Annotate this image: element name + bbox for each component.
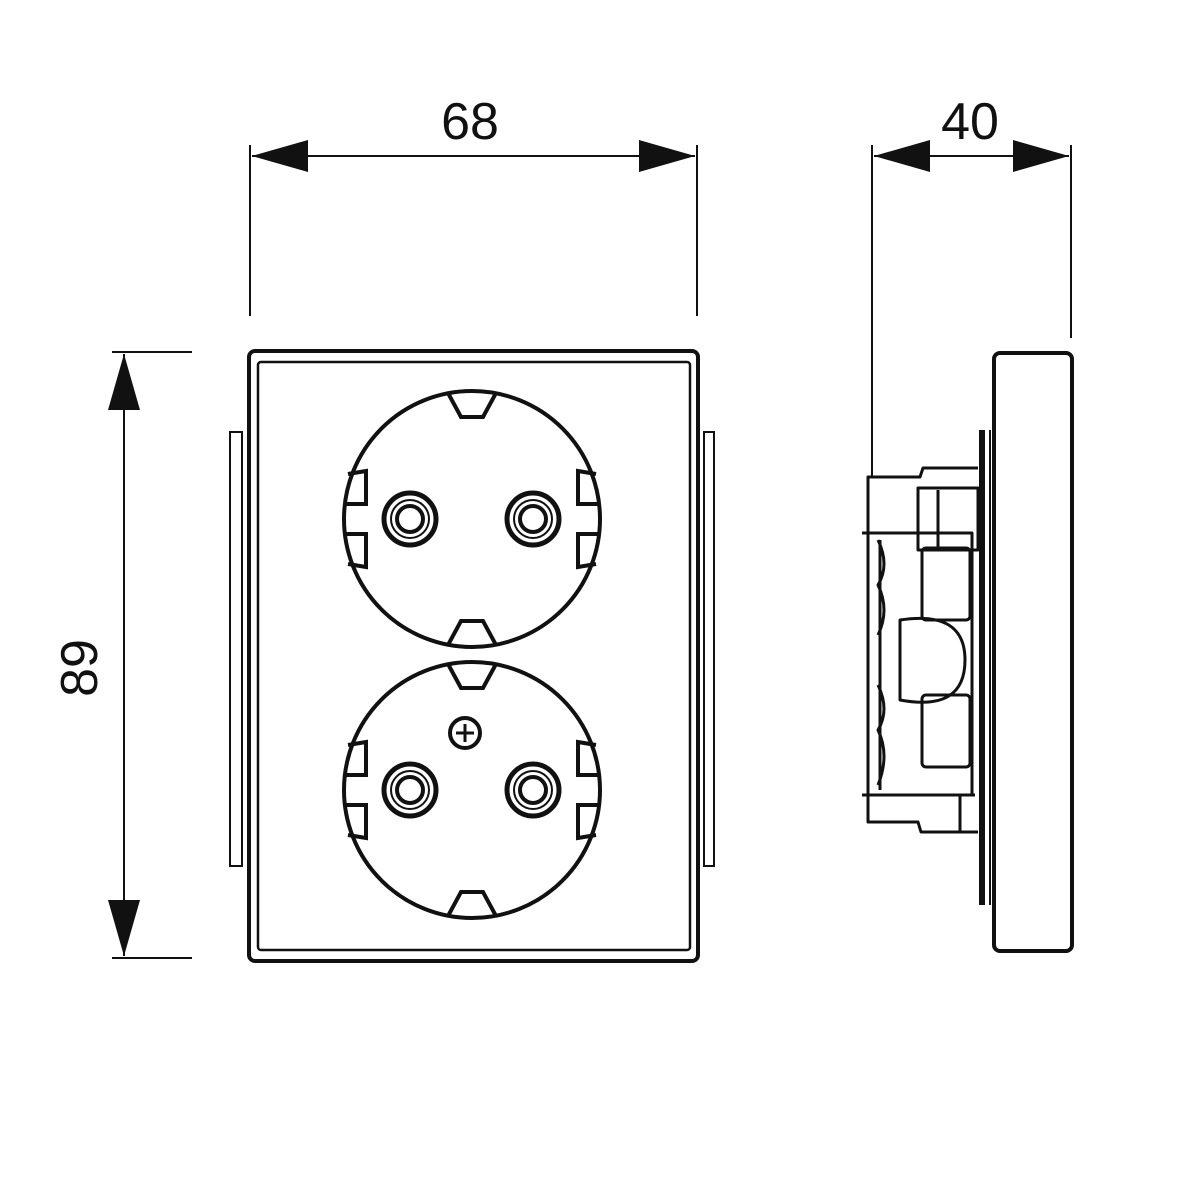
socket-outline <box>342 660 602 920</box>
pin-hole-outer <box>381 490 439 548</box>
earth-clip <box>344 739 368 841</box>
lower-socket <box>342 660 602 920</box>
pin-hole-ring <box>390 770 430 810</box>
earth-clip <box>344 468 368 570</box>
screw-icon <box>448 716 482 750</box>
key-notch-top <box>446 392 498 419</box>
key-notch-top <box>446 663 498 690</box>
socket-outline <box>342 389 602 649</box>
body-block <box>916 486 980 552</box>
side-view <box>862 351 1074 953</box>
earth-clip <box>576 468 600 570</box>
arrow-down-icon <box>108 900 140 956</box>
width-dimension: 68 <box>249 93 698 316</box>
side-cover-plate <box>992 351 1074 953</box>
front-view <box>229 349 715 963</box>
frame-inner <box>256 360 692 952</box>
pin-hole-ring <box>513 770 553 810</box>
pin-hole-inner <box>395 775 425 805</box>
pin-hole-outer <box>504 761 562 819</box>
arrow-left-icon <box>874 140 930 172</box>
pin-hole-inner <box>518 775 548 805</box>
pin-hole-inner <box>518 504 548 534</box>
side-tab-right <box>703 431 715 867</box>
frame-outer <box>247 349 700 963</box>
arrow-right-icon <box>1013 140 1069 172</box>
screw-cross-icon <box>456 724 474 742</box>
earth-clip <box>576 739 600 841</box>
arrow-right-icon <box>639 140 695 172</box>
contact-bulb <box>898 616 967 704</box>
pin-hole-ring <box>390 499 430 539</box>
side-tab-left <box>229 431 243 867</box>
socket-body <box>866 466 978 834</box>
key-notch-bottom <box>446 619 498 646</box>
pin-hole-outer <box>504 490 562 548</box>
depth-label: 40 <box>941 93 999 151</box>
height-dimension: 89 <box>51 351 192 959</box>
pin-hole-ring <box>513 499 553 539</box>
arrow-left-icon <box>252 140 308 172</box>
pin-hole-inner <box>395 504 425 534</box>
height-label: 89 <box>51 639 109 697</box>
key-notch-bottom <box>446 890 498 917</box>
arrow-up-icon <box>108 354 140 410</box>
width-label: 68 <box>441 93 499 151</box>
depth-dimension: 40 <box>871 93 1072 478</box>
upper-socket <box>342 389 602 649</box>
pin-hole-outer <box>381 761 439 819</box>
